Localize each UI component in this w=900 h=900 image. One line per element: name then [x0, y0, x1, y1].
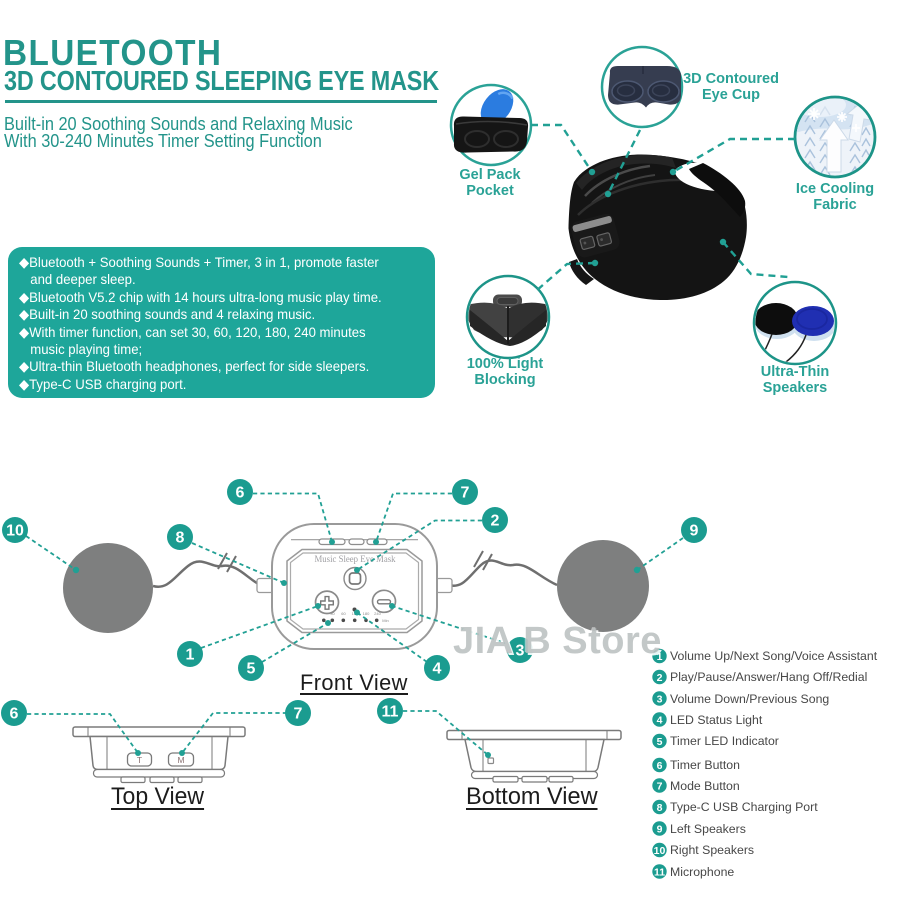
svg-text:10: 10: [6, 523, 24, 540]
svg-text:11: 11: [382, 704, 399, 721]
svg-text:60: 60: [341, 611, 346, 616]
svg-text:3: 3: [657, 693, 663, 705]
svg-text:240: 240: [374, 611, 381, 616]
svg-text:3: 3: [516, 643, 525, 660]
svg-text:5: 5: [657, 736, 663, 748]
svg-text:5: 5: [247, 661, 256, 678]
svg-text:9: 9: [657, 823, 663, 835]
svg-text:8: 8: [657, 802, 663, 814]
svg-text:1: 1: [657, 651, 663, 663]
svg-text:10: 10: [654, 845, 666, 857]
svg-text:1: 1: [186, 647, 195, 664]
svg-text:4: 4: [433, 661, 442, 678]
svg-text:2: 2: [657, 672, 663, 684]
svg-text:Min: Min: [382, 618, 388, 623]
svg-text:6: 6: [10, 706, 19, 723]
svg-text:6: 6: [657, 760, 663, 772]
svg-text:T: T: [137, 755, 142, 765]
svg-text:30: 30: [330, 611, 335, 616]
svg-text:7: 7: [294, 706, 303, 723]
svg-text:7: 7: [461, 485, 470, 502]
svg-text:M: M: [177, 755, 184, 765]
svg-text:4: 4: [657, 714, 663, 726]
svg-text:7: 7: [657, 780, 663, 792]
svg-text:6: 6: [236, 485, 245, 502]
svg-text:9: 9: [690, 523, 699, 540]
svg-text:2: 2: [491, 513, 500, 530]
svg-text:8: 8: [176, 530, 185, 547]
svg-text:Music Sleep Eye Mask: Music Sleep Eye Mask: [315, 554, 396, 565]
svg-text:180: 180: [363, 611, 370, 616]
svg-text:11: 11: [654, 866, 665, 878]
